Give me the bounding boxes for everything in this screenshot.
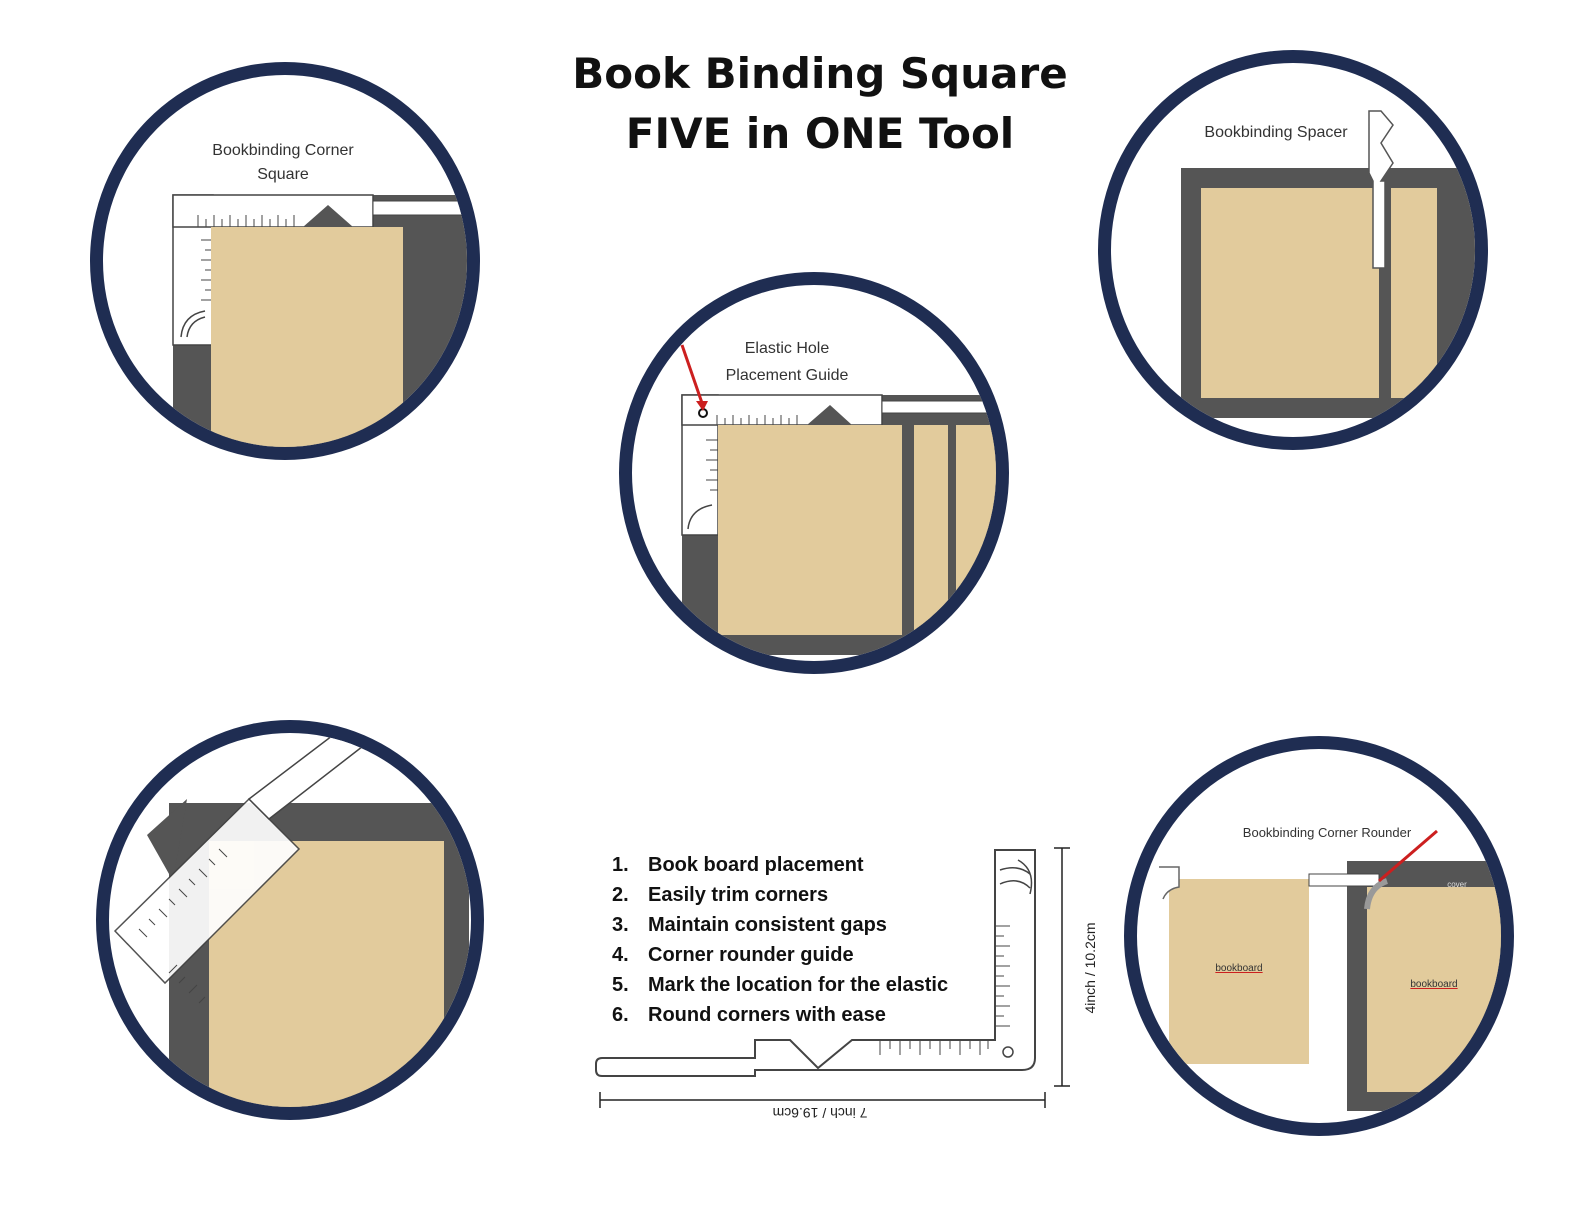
feature-item: 6.Round corners with ease xyxy=(612,1004,886,1026)
right-bookboard-label: bookboard xyxy=(1410,979,1458,990)
corner-square-panel: Bookbinding Corner Square xyxy=(90,62,480,460)
cover-tag-label: cover xyxy=(1447,880,1467,889)
spacer-tool xyxy=(1368,110,1394,269)
right-bookboard xyxy=(1367,887,1501,1092)
trim-notch xyxy=(147,799,187,881)
trim-corners-panel xyxy=(96,720,484,1120)
width-dimension-label: 7 inch / 19.6cm xyxy=(772,1105,868,1121)
pointer-arrow xyxy=(1378,829,1438,883)
tool-outline xyxy=(595,849,1036,1077)
back-board xyxy=(956,425,996,635)
tool-outline-diagram xyxy=(595,847,1070,1108)
height-dimension-label: 4inch / 10.2cm xyxy=(1082,922,1098,1014)
corner-rounder-illustration xyxy=(1159,829,1501,1111)
left-bookboard xyxy=(1169,879,1309,1064)
corner-square-label: Bookbinding Corner Square xyxy=(212,142,354,183)
book-board xyxy=(211,227,403,447)
title-line-2: FIVE in ONE Tool xyxy=(625,109,1015,158)
spine-board xyxy=(914,425,948,635)
feature-item: 1.Book board placement xyxy=(612,854,864,876)
left-bookboard-label: bookboard xyxy=(1215,963,1263,974)
title-line-1: Book Binding Square xyxy=(572,49,1068,98)
feature-item: 2.Easily trim corners xyxy=(612,884,829,906)
page-title: Book Binding Square FIVE in ONE Tool xyxy=(560,44,1080,164)
front-board xyxy=(1201,188,1379,398)
spine-board xyxy=(1391,188,1437,398)
trim-notch xyxy=(807,405,852,425)
corner-rounder-panel: Bookbinding Corner Rounder bookboard boo… xyxy=(1124,736,1514,1136)
pointer-arrow xyxy=(680,344,704,404)
spacer-label: Bookbinding Spacer xyxy=(1204,124,1348,141)
feature-item: 4.Corner rounder guide xyxy=(612,944,854,966)
elastic-guide-label: Elastic Hole Placement Guide xyxy=(725,340,849,384)
ruler-diagonal xyxy=(113,797,301,985)
trim-corners-illustration xyxy=(113,733,469,1107)
book-board xyxy=(718,425,902,635)
trim-notch xyxy=(303,205,353,227)
corner-square-illustration xyxy=(172,194,467,447)
spacer-illustration xyxy=(1181,63,1475,418)
spacer-panel: Bookbinding Spacer xyxy=(1098,50,1488,450)
elastic-guide-panel: Elastic Hole Placement Guide xyxy=(619,272,1009,674)
elastic-guide-illustration xyxy=(680,344,996,655)
feature-item: 5.Mark the location for the elastic xyxy=(612,974,949,996)
ruler-horizontal xyxy=(681,394,883,426)
feature-list: 1.Book board placement 2.Easily trim cor… xyxy=(612,850,948,1030)
feature-item: 3.Maintain consistent gaps xyxy=(612,914,887,936)
corner-rounder-label: Bookbinding Corner Rounder xyxy=(1242,825,1412,840)
